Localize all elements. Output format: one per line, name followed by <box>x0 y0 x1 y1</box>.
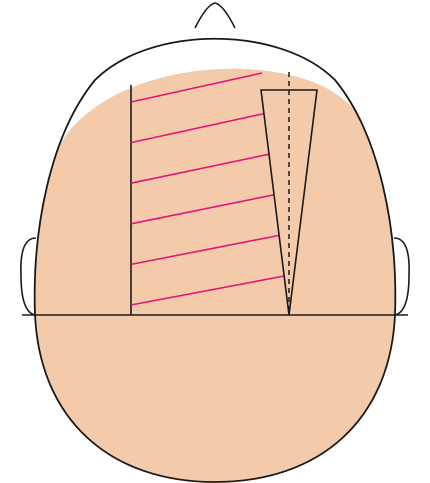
nose <box>195 3 235 28</box>
shaded-scalp-area <box>20 69 415 330</box>
lower-shaded-area <box>0 315 430 483</box>
left-ear <box>21 238 36 315</box>
right-ear <box>394 238 409 315</box>
